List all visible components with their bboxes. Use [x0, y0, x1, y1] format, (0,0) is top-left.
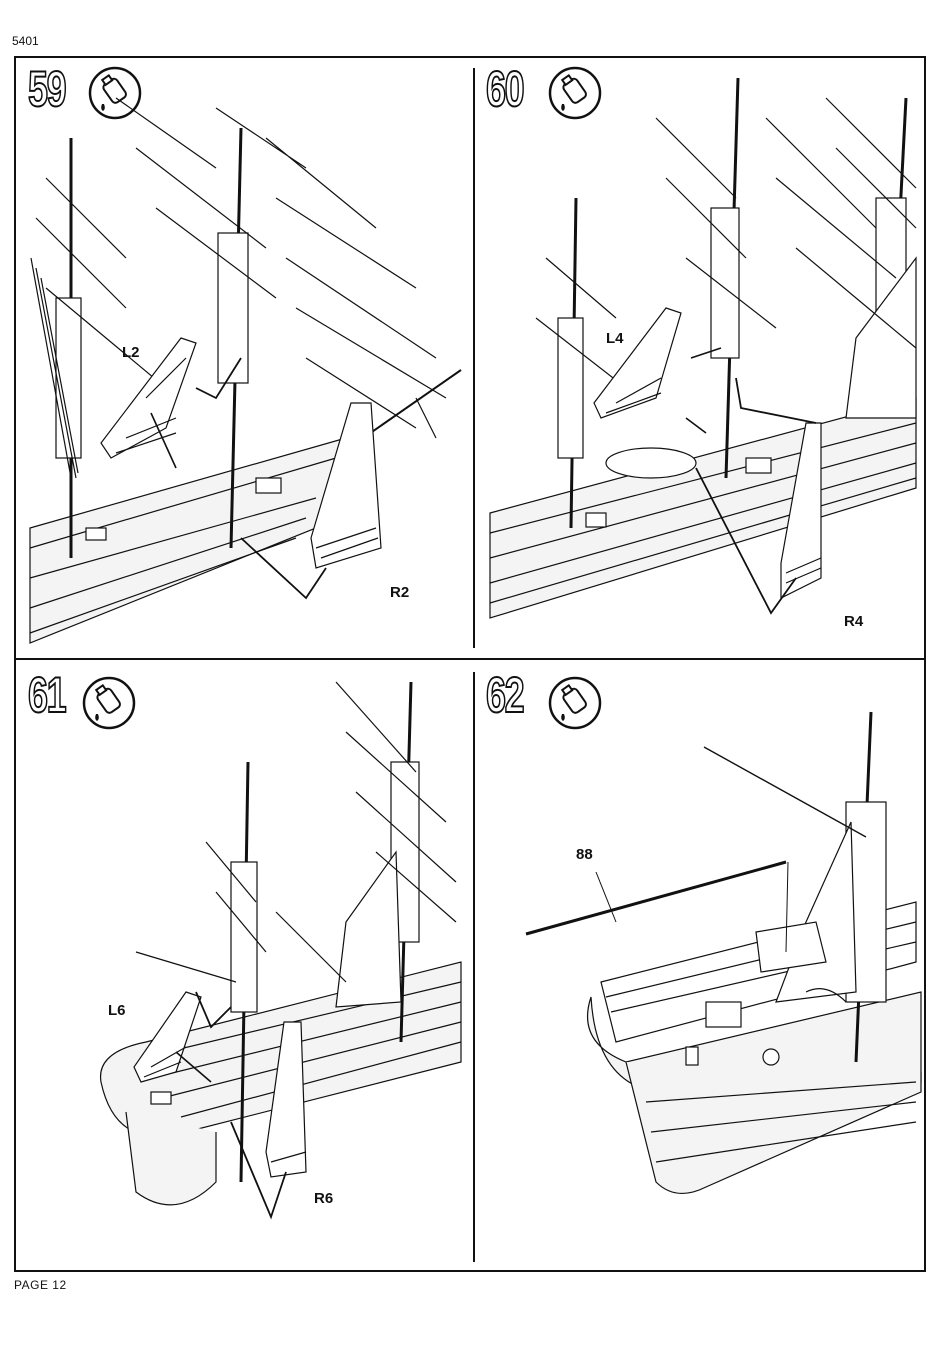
horizontal-divider: [14, 658, 926, 660]
step-59-illustration: [16, 58, 472, 656]
part-label: L2: [122, 344, 140, 361]
document-code: 5401: [12, 34, 39, 48]
vertical-divider-bottom: [473, 672, 475, 1262]
part-label: R2: [390, 584, 409, 601]
step-61-panel: 61: [16, 662, 472, 1268]
page-label: PAGE 12: [14, 1278, 67, 1292]
step-61-illustration: [16, 662, 472, 1268]
step-60-illustration: [476, 58, 924, 656]
vertical-divider-top: [473, 68, 475, 648]
step-62-panel: 62: [476, 662, 924, 1268]
part-label: R6: [314, 1190, 333, 1207]
step-60-panel: 60: [476, 58, 924, 656]
part-label: 88: [576, 846, 593, 863]
step-59-panel: 59: [16, 58, 472, 656]
part-label: L6: [108, 1002, 126, 1019]
part-label: L4: [606, 330, 624, 347]
step-62-illustration: [476, 662, 924, 1268]
part-label: R4: [844, 613, 863, 630]
